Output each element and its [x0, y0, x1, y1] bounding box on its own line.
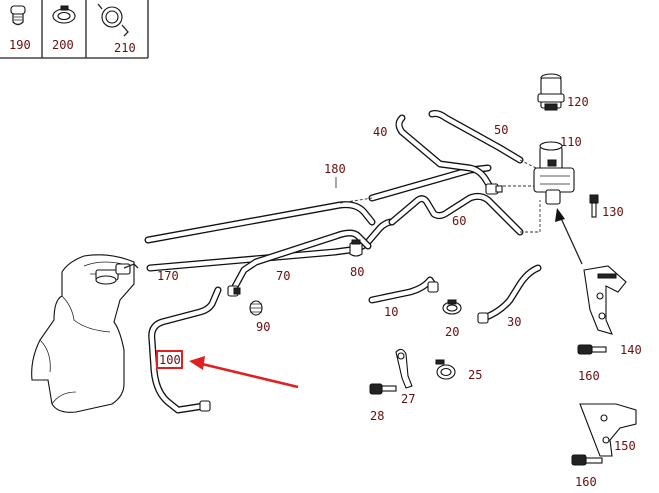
hose-10 — [368, 276, 439, 304]
bracket-140 — [583, 265, 627, 335]
legend-label-190: 190 — [9, 38, 31, 52]
callout-150: 150 — [614, 439, 636, 453]
callout-28: 28 — [370, 409, 384, 423]
callout-140: 140 — [620, 343, 642, 357]
pipe-100 — [148, 286, 222, 414]
callout-80: 80 — [350, 265, 364, 279]
hose-30 — [477, 264, 542, 324]
clamp-200-icon — [52, 5, 76, 24]
callout-100: 100 — [159, 353, 181, 367]
legend-label-210: 210 — [114, 41, 136, 55]
callout-20: 20 — [445, 325, 459, 339]
clamp-20 — [442, 299, 462, 315]
strap-27 — [395, 348, 413, 389]
callout-25: 25 — [468, 368, 482, 382]
pipe-180 — [144, 164, 492, 244]
grommet-90 — [249, 300, 263, 316]
clip-70-end — [227, 285, 241, 297]
clamp-25 — [435, 359, 456, 380]
bracket-150 — [579, 403, 637, 457]
clip-190-icon — [10, 5, 26, 26]
pipe-60 — [388, 192, 524, 236]
bolt-130 — [589, 194, 599, 218]
callout-90: 90 — [256, 320, 270, 334]
callout-50: 50 — [494, 123, 508, 137]
highlight-box-100 — [156, 350, 183, 369]
bolt-28 — [369, 383, 397, 395]
legend-box: 190 200 210 — [0, 0, 149, 59]
callout-10: 10 — [384, 305, 398, 319]
screw-160a — [577, 344, 607, 355]
callout-60: 60 — [452, 214, 466, 228]
pipe-40 — [395, 114, 496, 194]
callout-160a: 160 — [578, 369, 600, 383]
callout-130: 130 — [602, 205, 624, 219]
legend-label-200: 200 — [52, 38, 74, 52]
pipe-70 — [228, 229, 372, 296]
pipe-50 — [428, 110, 524, 164]
hose-connector — [485, 183, 503, 195]
clip-80 — [349, 239, 363, 257]
callout-40: 40 — [373, 125, 387, 139]
callout-120: 120 — [567, 95, 589, 109]
screw-160b — [571, 454, 603, 466]
reservoir-tank — [31, 254, 139, 413]
callout-180: 180 — [324, 162, 346, 176]
callout-170: 170 — [157, 269, 179, 283]
callout-30: 30 — [507, 315, 521, 329]
callout-160b: 160 — [575, 475, 597, 489]
pump-120 — [537, 73, 565, 111]
pointer-arrow — [555, 208, 583, 265]
callout-110: 110 — [560, 135, 582, 149]
callout-27: 27 — [401, 392, 415, 406]
valve-110 — [533, 141, 575, 205]
callout-70: 70 — [276, 269, 290, 283]
clamp-210-icon — [97, 3, 129, 37]
red-highlight-arrow — [189, 356, 299, 389]
